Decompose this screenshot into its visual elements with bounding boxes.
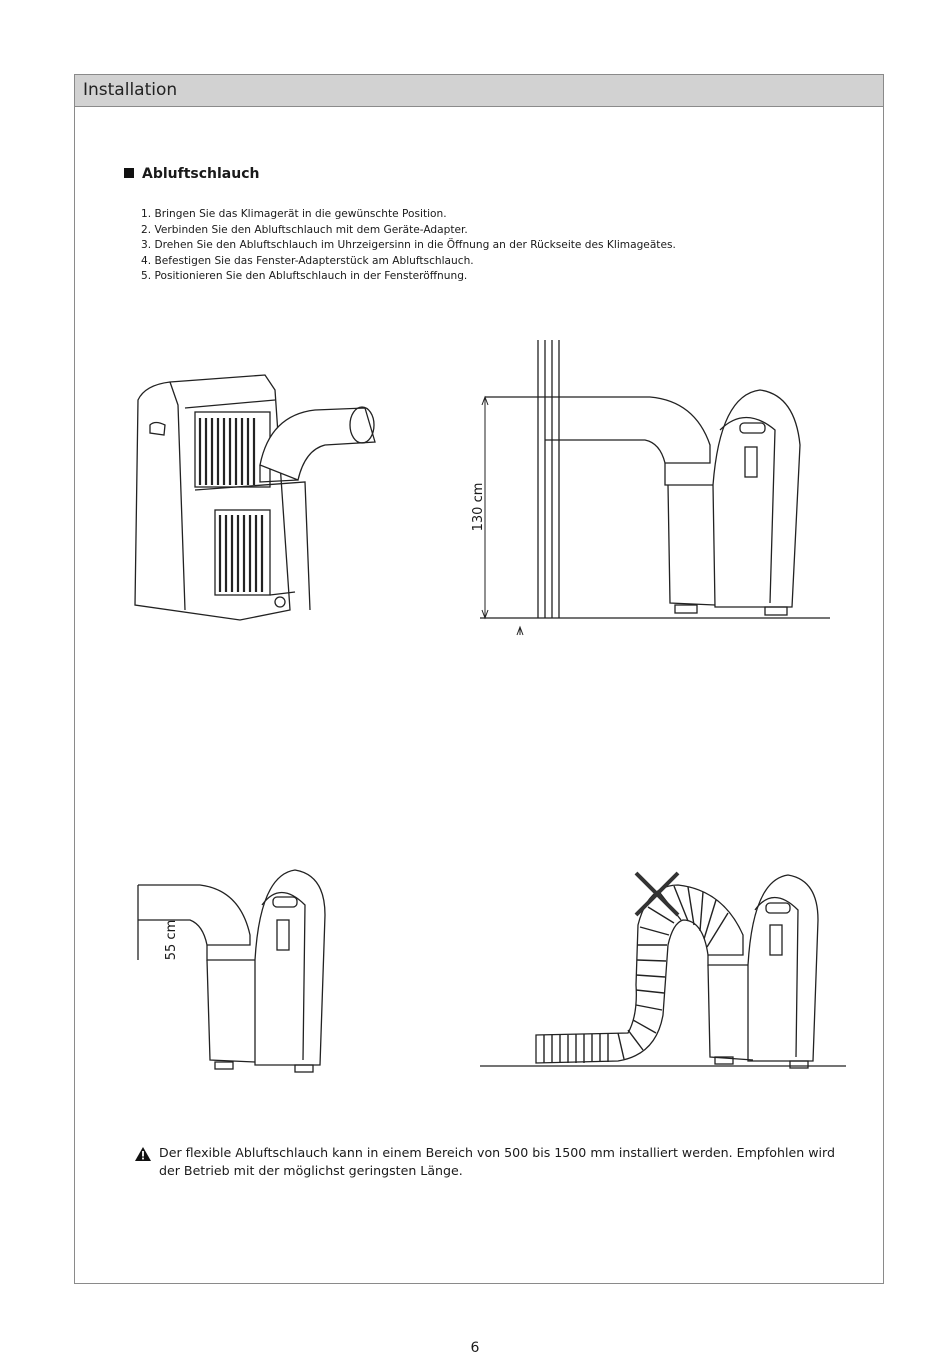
square-bullet-icon	[124, 168, 134, 178]
height-label-max: 130 cm	[471, 483, 486, 532]
figure-window-height-min: 55 cm	[137, 869, 326, 1073]
content-frame: Installation	[74, 74, 884, 1284]
height-label-min: 55 cm	[164, 920, 179, 961]
instruction-list: 1. Bringen Sie das Klimagerät in die gew…	[141, 207, 676, 285]
figure-incorrect-hose	[480, 871, 846, 1069]
instruction-step: 2. Verbinden Sie den Abluftschlauch mit …	[141, 223, 468, 236]
warning-icon	[135, 1147, 151, 1161]
warning-text: Der flexible Abluftschlauch kann in eine…	[159, 1145, 835, 1178]
instruction-step: 4. Befestigen Sie das Fenster-Adapterstü…	[141, 254, 474, 267]
instruction-step: 5. Positionieren Sie den Abluftschlauch …	[141, 270, 468, 283]
page-number: 6	[470, 1340, 480, 1356]
page-title: Installation	[83, 80, 178, 100]
section-heading: Abluftschlauch	[124, 166, 259, 182]
section-header-bar: Installation	[75, 75, 883, 107]
instruction-step: 3. Drehen Sie den Abluftschlauch im Uhrz…	[141, 239, 676, 252]
instruction-step: 1. Bringen Sie das Klimagerät in die gew…	[141, 208, 447, 220]
section-heading-text: Abluftschlauch	[142, 166, 260, 182]
figure-window-height-max: 130 cm	[471, 340, 830, 636]
figure-unit-rear-hose	[134, 374, 376, 621]
